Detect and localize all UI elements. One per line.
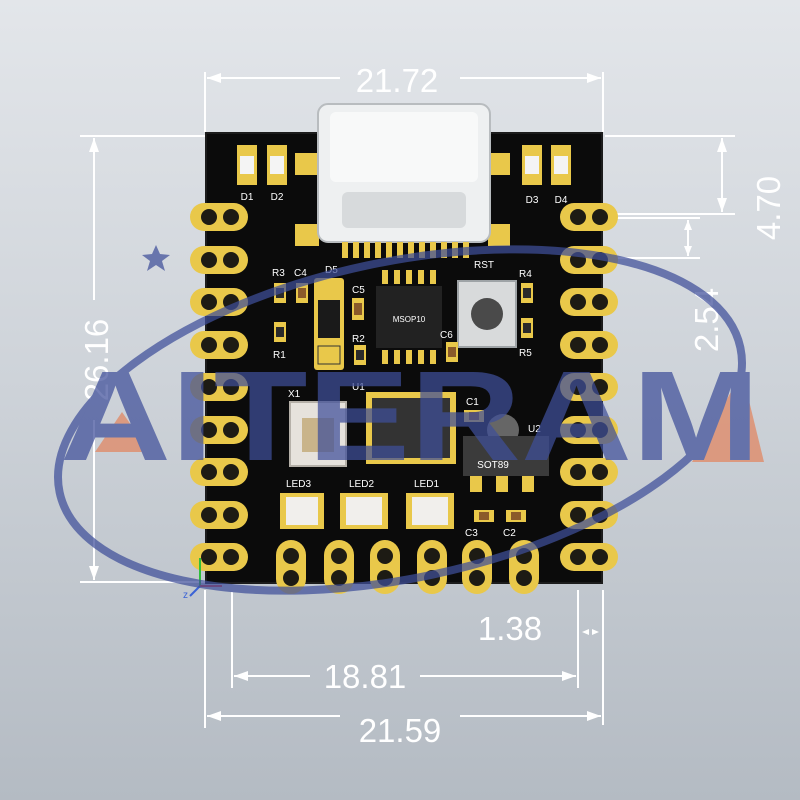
label-d3: D3 [526,195,539,206]
dimension-top-width: 21.72 [204,62,604,132]
resistor-r1: R1 [273,322,286,361]
label-r5: R5 [519,348,532,359]
label-u1: U1 [352,382,365,393]
label-led2: LED2 [349,479,374,490]
resistor-r5: R5 [519,318,533,359]
label-c4: C4 [294,268,307,279]
label-r3: R3 [272,268,285,279]
label-led3: LED3 [286,479,311,490]
label-d2: D2 [271,192,284,203]
crystal-x1: X1 [288,389,347,467]
label-rst: RST [474,260,494,271]
dimension-pad-width: 1.38 [478,590,604,725]
label-c5: C5 [352,285,365,296]
usb-c-connector [295,103,510,258]
dimension-usb-offset: 4.70 [605,135,787,240]
dim-usb-offset-label: 4.70 [750,176,787,240]
led3: LED3 [280,479,324,529]
dim-inner-width-label: 18.81 [324,658,407,695]
label-led1: LED1 [414,479,439,490]
label-r1: R1 [273,350,286,361]
watermark-text: AITERAM [60,345,760,488]
label-r4: R4 [519,269,532,280]
label-r2: R2 [352,334,365,345]
label-sot89: SOT89 [477,460,509,471]
dimension-bottom-width: 21.59 [204,590,601,749]
label-x1: X1 [288,389,301,400]
resistor-r4: R4 [519,269,533,303]
dim-bottom-width-label: 21.59 [359,712,442,749]
capacitor-c5: C5 [352,285,365,320]
capacitor-c6: C6 [440,330,458,362]
led2: LED2 [340,479,388,529]
led1: LED1 [406,479,454,529]
label-msop10: MSOP10 [393,315,426,324]
dim-pad-width-label: 1.38 [478,610,542,647]
reset-button: RST [457,260,517,348]
capacitor-c3: C3 [465,510,494,539]
led-d3: D3 [522,145,542,206]
label-c2: C2 [503,528,516,539]
label-d4: D4 [555,195,568,206]
dimension-inner-width: 18.81 [231,592,576,695]
led-d1: D1 [237,145,257,203]
watermark-logo: AITERAM [54,245,764,595]
label-d1: D1 [241,192,254,203]
regulator-u2: SOT89 U2 [463,414,549,492]
resistor-r2: R2 [352,334,366,365]
label-c3: C3 [465,528,478,539]
label-c6: C6 [440,330,453,341]
led-d4: D4 [551,145,571,206]
capacitor-c1: C1 [464,397,484,422]
label-c1: C1 [466,397,479,408]
right-pin-header [560,203,618,571]
label-u2: U2 [528,424,541,435]
dimension-pin-pitch: 2.54 [605,217,725,352]
capacitor-c2: C2 [503,510,526,539]
axis-z-label: z [183,590,188,601]
left-pin-header [190,203,248,571]
led-d2: D2 [267,145,287,203]
ic-msop10: MSOP10 [376,270,442,364]
dim-top-width-label: 21.72 [356,62,439,99]
capacitor-c4: C4 [294,268,308,303]
bottom-pin-header [276,540,539,594]
ic-u1: U1 [352,382,456,464]
